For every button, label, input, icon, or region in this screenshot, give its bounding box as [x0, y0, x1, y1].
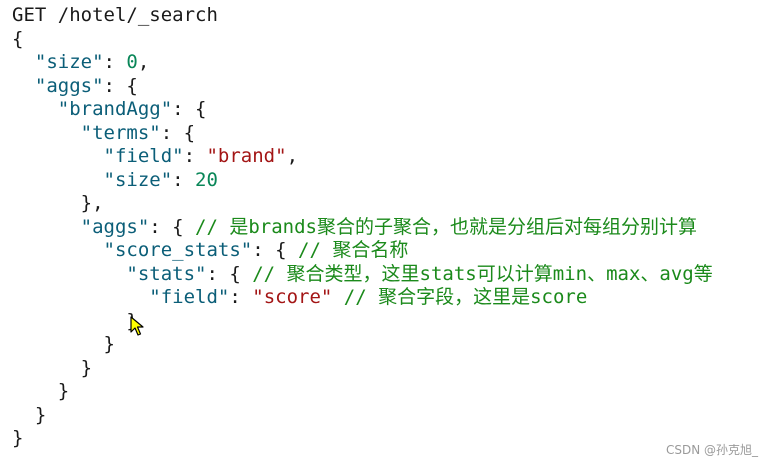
- code-line: {: [12, 27, 24, 50]
- code-comment: // 聚合名称: [298, 239, 409, 261]
- code-line: }: [12, 427, 24, 449]
- json-key: "score_stats": [103, 239, 253, 261]
- json-key: "aggs": [34, 74, 104, 97]
- json-number: 0: [126, 51, 138, 73]
- code-line: "size": 0,: [34, 51, 150, 73]
- code-line: "score_stats": { // 聚合名称: [103, 239, 409, 261]
- code-line: }: [12, 310, 713, 334]
- code-line-request: GET /hotel/_search: [12, 4, 713, 28]
- json-string: "brand": [206, 145, 287, 167]
- code-line: }: [57, 380, 70, 402]
- code-line: "field": "score" // 聚合字段，这里是score: [149, 286, 588, 308]
- code-line: },: [80, 192, 104, 214]
- code-line: "terms": {: [80, 121, 196, 144]
- code-comment: // 聚合类型，这里stats可以计算min、max、avg等: [252, 262, 713, 285]
- json-key: "field": [149, 286, 230, 308]
- json-number: 20: [195, 168, 218, 191]
- code-line: }: [80, 356, 93, 379]
- code-comment: // 是brands聚合的子聚合，也就是分组后对每组分别计算: [195, 215, 697, 238]
- code-line: "size": 20: [103, 168, 218, 191]
- request-path: /hotel/_search: [57, 4, 218, 26]
- json-key: "brandAgg": [57, 98, 173, 120]
- code-comment: // 聚合字段，这里是score: [343, 286, 588, 308]
- json-key: "aggs": [80, 215, 150, 238]
- json-key: "size": [103, 168, 173, 191]
- http-method: GET: [12, 4, 47, 26]
- json-key: "size": [34, 51, 104, 73]
- json-key: "field": [103, 145, 184, 167]
- json-string: "score": [252, 286, 333, 308]
- code-block[interactable]: GET /hotel/_search{ "size": 0, "aggs": {…: [12, 4, 713, 451]
- code-line: "brandAgg": {: [57, 98, 207, 120]
- json-key: "stats": [126, 262, 207, 285]
- code-line: "stats": { // 聚合类型，这里stats可以计算min、max、av…: [126, 262, 713, 285]
- code-line: }: [103, 333, 115, 355]
- code-line: "aggs": {: [34, 74, 138, 97]
- mouse-pointer-icon: [130, 316, 144, 336]
- watermark: CSDN @孙克旭_: [665, 443, 758, 457]
- code-line: "field": "brand",: [103, 145, 299, 167]
- code-line: }: [34, 403, 47, 426]
- code-line: "aggs": { // 是brands聚合的子聚合，也就是分组后对每组分别计算: [80, 215, 697, 238]
- json-key: "terms": [80, 121, 161, 144]
